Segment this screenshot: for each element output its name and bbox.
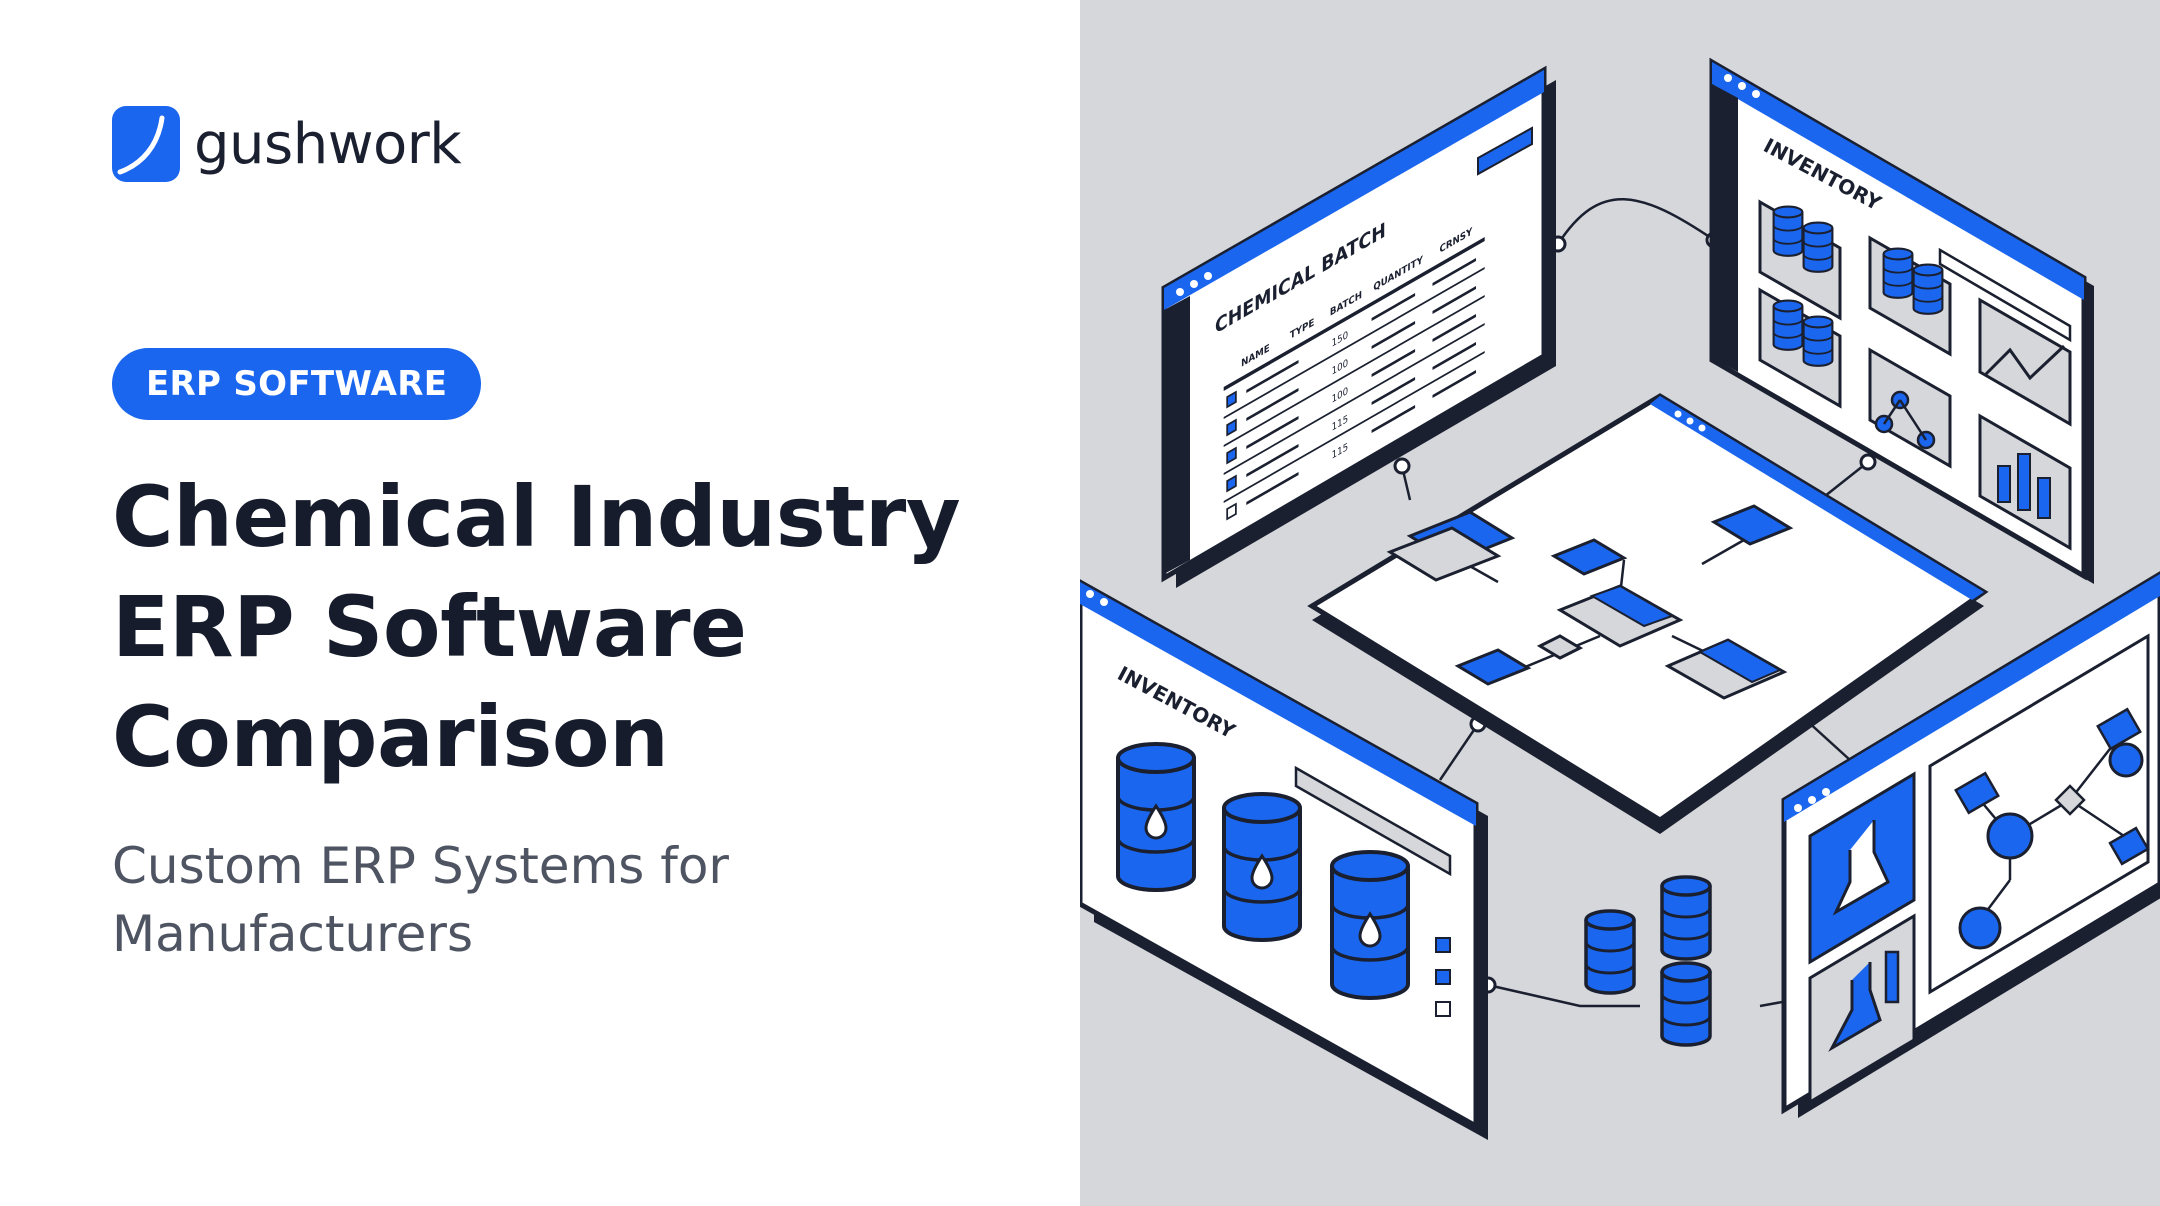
lab-panel: [1781, 571, 2160, 1118]
brand-logo[interactable]: gushwork: [112, 106, 462, 182]
batch-row: 100: [1226, 314, 1477, 465]
inventory-panel-bottom: INVENTORY: [1080, 579, 1488, 1140]
erp-illustration: CHEMICAL BATCH NAME TYPE BATCH QUANTITY …: [1080, 57, 2160, 1140]
illustration-panel: CHEMICAL BATCH NAME TYPE BATCH QUANTITY …: [1080, 0, 2160, 1206]
batch-row: 100: [1226, 286, 1477, 437]
title-line-2: ERP Software: [112, 578, 747, 676]
subtitle-line-1: Custom ERP Systems for: [112, 837, 729, 895]
subtitle-line-2: Manufacturers: [112, 905, 474, 963]
title-line-3: Comparison: [112, 688, 669, 786]
gushwork-logo-icon: [112, 106, 180, 182]
chemical-batch-panel: CHEMICAL BATCH NAME TYPE BATCH QUANTITY …: [1161, 65, 1556, 588]
brand-name: gushwork: [194, 111, 462, 177]
page-title: Chemical Industry ERP Software Compariso…: [112, 462, 1052, 792]
title-line-1: Chemical Industry: [112, 468, 961, 566]
subtitle: Custom ERP Systems for Manufacturers: [112, 832, 872, 968]
workflow-panel: [1307, 393, 1989, 834]
text-panel: gushwork ERP SOFTWARE Chemical Industry …: [112, 106, 1052, 968]
category-badge: ERP SOFTWARE: [112, 348, 482, 420]
barrel-stack: [1584, 875, 1712, 1047]
